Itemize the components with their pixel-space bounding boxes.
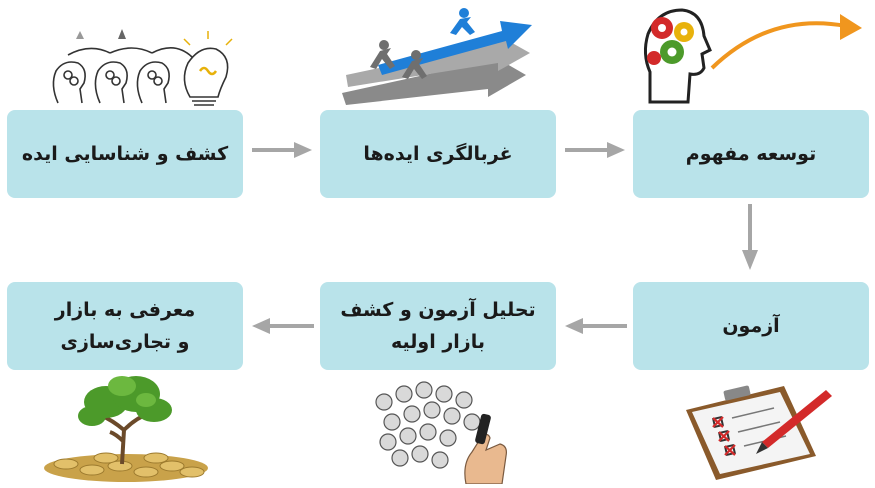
step-label: کشف و شناسایی ایده — [21, 143, 229, 165]
step-concept-development: توسعه مفهوم — [633, 110, 869, 198]
step-testing: آزمون — [633, 282, 869, 370]
clipboard-checklist-icon — [686, 385, 832, 480]
step-label-line2: بازار اولیه — [391, 331, 486, 353]
step-idea-discovery: کشف و شناسایی ایده — [7, 110, 243, 198]
step-label: توسعه مفهوم — [685, 143, 817, 165]
heads-and-lightbulb-icon — [52, 29, 233, 106]
bulb-cluster-with-hand-icon — [375, 381, 507, 484]
tree-on-coins-icon — [44, 376, 208, 482]
step-label-line2: و تجاری‌سازی — [60, 331, 190, 353]
step-test-analysis: تحلیل آزمون و کشف بازار اولیه — [320, 282, 556, 370]
step-idea-screening: غربالگری ایده‌ها — [320, 110, 556, 198]
runners-on-arrows-icon — [342, 8, 532, 105]
step-label: غربالگری ایده‌ها — [363, 143, 513, 165]
step-label-line1: تحلیل آزمون و کشف — [340, 299, 536, 321]
arrow-left-2 — [252, 318, 314, 334]
step-label: آزمون — [722, 315, 780, 337]
step-label-line1: معرفی به بازار — [54, 299, 196, 321]
arrow-down — [742, 204, 758, 270]
arrow-right-1 — [252, 142, 312, 158]
arrow-right-2 — [565, 142, 625, 158]
head-with-gears-icon — [643, 8, 862, 104]
arrow-left-1 — [565, 318, 627, 334]
step-market-launch: معرفی به بازار و تجاری‌سازی — [7, 282, 243, 370]
